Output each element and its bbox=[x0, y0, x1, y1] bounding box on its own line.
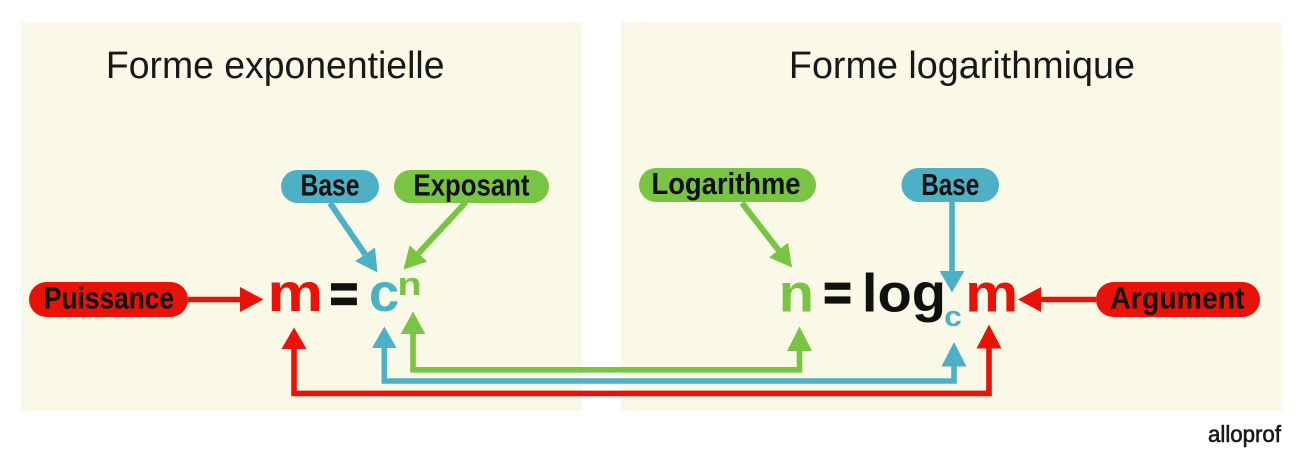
svg-text:Argument: Argument bbox=[1110, 281, 1244, 316]
svg-text:Exposant: Exposant bbox=[414, 168, 530, 203]
svg-text:m: m bbox=[965, 264, 1018, 324]
svg-text:Forme logarithmique: Forme logarithmique bbox=[789, 45, 1135, 87]
svg-text:Base: Base bbox=[921, 167, 979, 202]
svg-text:log: log bbox=[862, 264, 946, 324]
svg-text:Logarithme: Logarithme bbox=[652, 166, 801, 201]
svg-text:c: c bbox=[369, 263, 400, 323]
svg-text:Base: Base bbox=[301, 168, 360, 203]
svg-text:n: n bbox=[397, 266, 421, 302]
svg-text:n: n bbox=[779, 264, 814, 324]
svg-text:m: m bbox=[267, 263, 323, 323]
svg-text:alloprof: alloprof bbox=[1208, 421, 1282, 447]
svg-text:Forme exponentielle: Forme exponentielle bbox=[106, 45, 445, 87]
svg-text:Puissance: Puissance bbox=[44, 281, 174, 316]
svg-text:c: c bbox=[944, 301, 962, 333]
